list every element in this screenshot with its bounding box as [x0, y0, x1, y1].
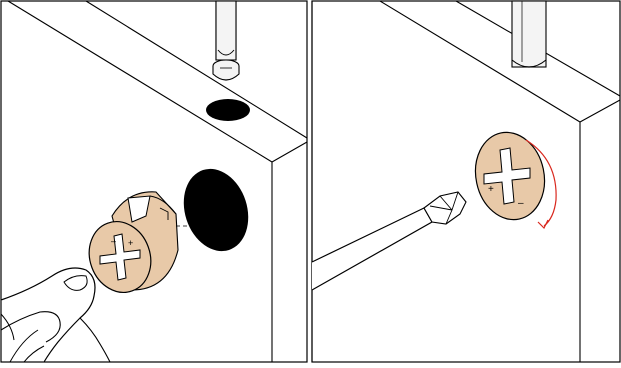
panel-left: + –	[1, 1, 307, 362]
bolt-stud-icon	[213, 1, 239, 80]
panel-right: + –	[312, 1, 620, 362]
cam-right-plus-label: +	[488, 184, 494, 195]
top-hole-icon	[206, 99, 250, 121]
panel-right-frame	[312, 1, 620, 362]
bolt-stud-top-icon	[512, 1, 546, 67]
cam-left-minus-label: –	[111, 236, 116, 246]
cam-right-minus-label: –	[518, 198, 524, 209]
cam-left-plus-label: +	[128, 238, 133, 248]
